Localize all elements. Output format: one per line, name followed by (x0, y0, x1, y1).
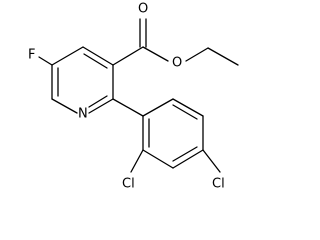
bond-ar2-cl (130, 149, 144, 173)
chlorine-para-label: Cl (212, 177, 225, 192)
dichlorophenyl-ring (112, 98, 221, 173)
ring-nitrogen-label: N (78, 107, 88, 122)
bond-c4-c3-inner (83, 53, 108, 69)
bond-c5-c4 (51, 46, 84, 66)
bond-ar6-ar1 (142, 98, 174, 117)
bond-c2-aryl (112, 98, 144, 117)
ethyl-ester-group (112, 18, 239, 66)
bond-ar5-ar6 (172, 98, 204, 117)
bond-ar3-ar4-inner (172, 146, 198, 162)
ester-oxygen-label: O (172, 56, 182, 71)
bond-c5-f (38, 56, 53, 66)
bond-ch2-ch3 (207, 47, 239, 66)
carbonyl-oxygen-label: O (138, 2, 148, 17)
chlorine-ortho-label: Cl (122, 177, 135, 192)
bond-ar4-cl (202, 149, 221, 173)
chemical-structure-diagram: F N O O Cl Cl (28, 2, 239, 192)
bond-ar3-ar4 (172, 149, 204, 169)
bond-carbonyl-ester-o (142, 46, 169, 62)
bond-c2-n1-inner (88, 95, 108, 108)
bond-c2-n1 (88, 98, 114, 114)
bond-ar5-ar6-inner (172, 104, 198, 120)
bond-c3-carbonyl (112, 46, 144, 66)
bond-c4-c3 (82, 46, 114, 66)
pyridine-ring (51, 46, 114, 114)
bond-n1-c6 (51, 98, 78, 114)
bond-ar2-ar3 (142, 149, 174, 169)
bond-ester-o-ch2 (185, 47, 209, 62)
fluorine-label: F (28, 48, 35, 63)
